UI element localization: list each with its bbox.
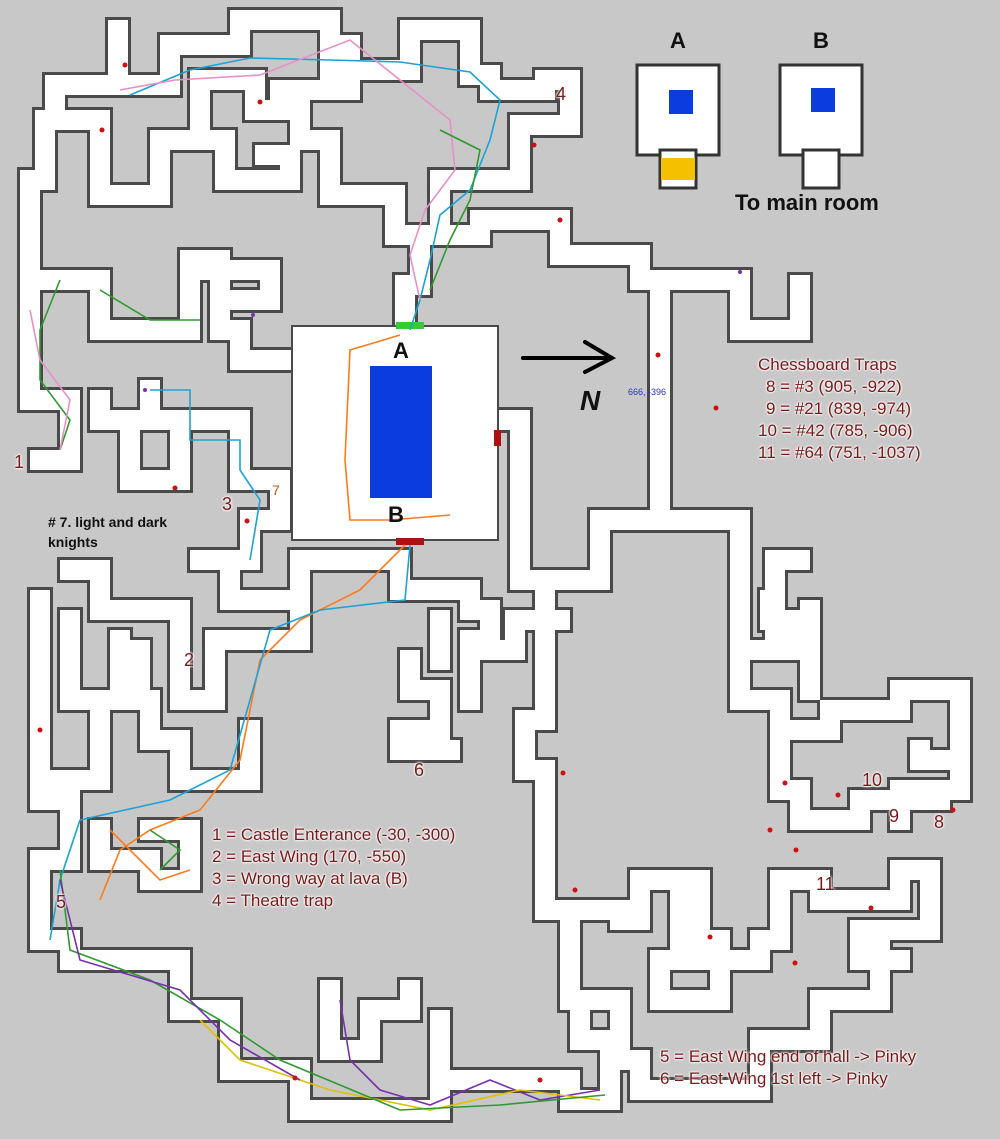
inset-b-label: B [813,28,829,53]
chessboard-traps-title: Chessboard Traps [758,355,897,374]
map-number-7: 7 [272,482,280,498]
map-number-4: 4 [556,84,567,104]
map-number-2: 2 [184,650,195,670]
coordinate-readout: 666, -396 [628,387,667,397]
map-number-6: 6 [414,760,425,780]
trap-line-11: 11 = #64 (751, -1037) [758,443,921,462]
door-b-marker [396,538,424,545]
legend-line-5: 5 = East Wing end of hall -> Pinky [660,1047,917,1066]
castle-legend: 1 = Castle Enterance (-30, -300) 2 = Eas… [212,824,455,912]
inset-room-b [778,63,864,190]
to-main-room-caption: To main room [735,190,879,215]
knights-note-line1: # 7. light and dark [48,514,168,530]
map-number-9: 9 [889,806,900,826]
pinky-legend: 5 = East Wing end of hall -> Pinky 6 = E… [660,1046,916,1090]
red-dot-markers [37,62,956,1083]
inset-a-label: A [670,28,686,53]
map-number-1: 1 [14,452,25,472]
compass-north-label: N [580,385,601,416]
main-room-center-block [370,366,432,498]
route-lines [29,39,606,1111]
east-door-marker [494,430,501,446]
trap-line-9: 9 = #21 (839, -974) [766,399,912,418]
legend-line-2: 2 = East Wing (170, -550) [212,847,407,866]
legend-line-4: 4 = Theatre trap [212,891,334,910]
map-number-8: 8 [934,812,945,832]
map-number-5: 5 [56,892,67,912]
main-room [291,322,501,545]
legend-line-3: 3 = Wrong way at lava (B) [212,869,408,888]
map-number-11: 11 [816,874,835,894]
main-room-door-b-label: B [388,502,404,527]
chessboard-traps-legend: Chessboard Traps 8 = #3 (905, -922) 9 = … [758,354,921,464]
legend-line-6: 6 = East Wing 1st left -> Pinky [660,1069,888,1088]
trap-line-10: 10 = #42 (785, -906) [758,421,913,440]
trap-line-8: 8 = #3 (905, -922) [766,377,902,396]
main-room-door-a-label: A [393,338,409,363]
maze-corridors [17,7,973,1123]
knights-note-line2: knights [48,534,98,550]
inset-room-a [635,63,721,190]
door-a-marker [396,322,424,329]
legend-line-1: 1 = Castle Enterance (-30, -300) [212,825,456,844]
compass-arrow [521,340,617,374]
map-number-3: 3 [222,494,233,514]
map-number-10: 10 [862,770,883,790]
